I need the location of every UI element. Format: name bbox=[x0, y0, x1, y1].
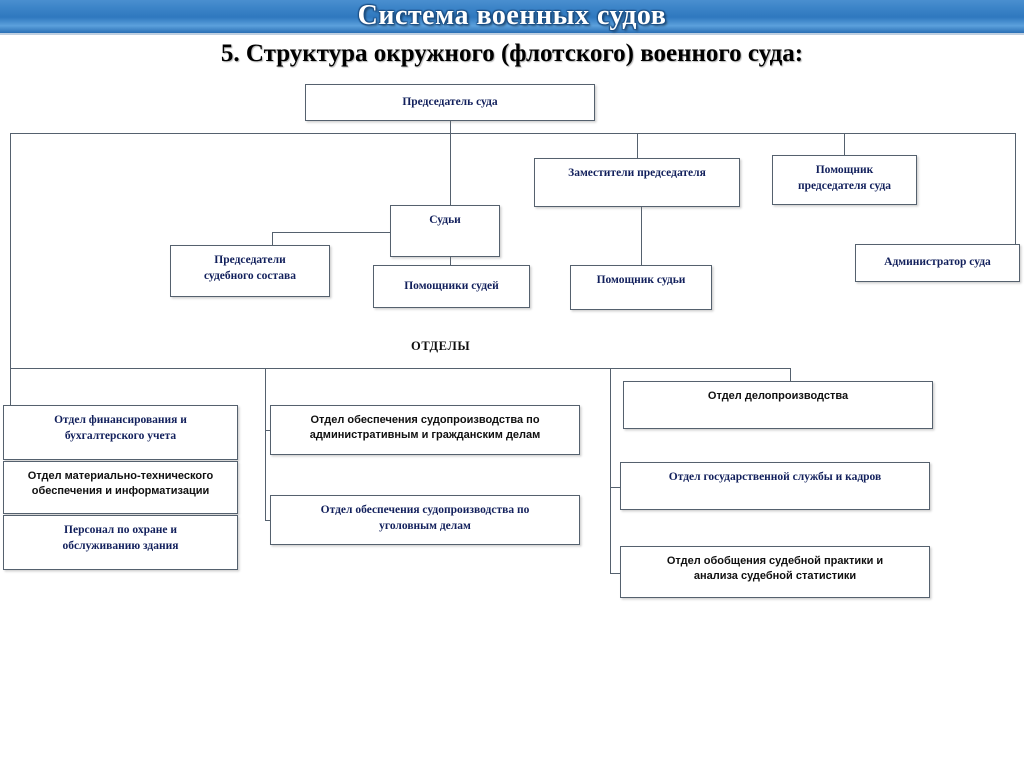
connector-dept-middle-to-criminal bbox=[265, 520, 272, 521]
org-node-judges[interactable]: Судьи bbox=[390, 205, 500, 257]
org-node-label: Администратор суда bbox=[884, 256, 991, 269]
org-node-label: Отдел делопроизводства bbox=[707, 390, 849, 402]
connector-dept-left-drop bbox=[10, 368, 11, 405]
connector-dept-right-rail bbox=[610, 368, 611, 573]
connector-dept-right-to-statistics bbox=[610, 573, 621, 574]
org-node-dept-records[interactable]: Отдел делопроизводства bbox=[623, 381, 933, 429]
departments-caption: ОТДЕЛЫ bbox=[411, 339, 471, 353]
connector-panel-chairs-drop bbox=[272, 232, 273, 245]
org-node-label: Отдел государственной службы и кадров bbox=[668, 471, 882, 483]
title-banner: Система военных судов bbox=[0, 0, 1024, 35]
connector-dept-right-to-hr bbox=[610, 487, 621, 488]
connector-dept-to-records bbox=[790, 368, 791, 381]
connector-dept-middle-to-admincivil bbox=[265, 430, 272, 431]
page-title: Система военных судов bbox=[357, 0, 667, 31]
org-node-label: Заместители председателя bbox=[568, 167, 706, 179]
connector-bus-to-assistant-chair bbox=[844, 133, 845, 155]
connector-main-bus bbox=[10, 133, 1016, 134]
org-node-chairman[interactable]: Председатель суда bbox=[305, 84, 595, 121]
org-node-label: Помощник судьи bbox=[596, 274, 686, 286]
connector-deputies-to-judge-assistant bbox=[641, 207, 642, 265]
connector-bus-left-rail bbox=[10, 133, 11, 368]
connector-judges-to-judge-assistants bbox=[450, 257, 451, 265]
org-node-judge-assistant[interactable]: Помощник судьи bbox=[570, 265, 712, 310]
org-node-label: Председатель суда bbox=[402, 95, 498, 108]
connector-chairman-stem bbox=[450, 121, 451, 133]
connector-departments-bus bbox=[10, 368, 790, 369]
org-node-label: Судьи bbox=[429, 214, 461, 226]
org-node-dept-hr[interactable]: Отдел государственной службы и кадров bbox=[620, 462, 930, 510]
connector-judges-to-panel-chairs bbox=[272, 232, 390, 233]
org-node-administrator[interactable]: Администратор суда bbox=[855, 244, 1020, 282]
connector-bus-to-judges bbox=[450, 133, 451, 205]
connector-bus-to-administrator bbox=[1015, 133, 1016, 244]
slide-subtitle: 5. Структура окружного (флотского) военн… bbox=[220, 40, 804, 67]
connector-bus-to-deputies bbox=[637, 133, 638, 158]
org-node-judge-assistants[interactable]: Помощники судей bbox=[373, 265, 530, 308]
org-node-label: Помощники судей bbox=[404, 279, 499, 292]
org-node-deputies[interactable]: Заместители председателя bbox=[534, 158, 740, 207]
connector-dept-middle-rail bbox=[265, 368, 266, 520]
